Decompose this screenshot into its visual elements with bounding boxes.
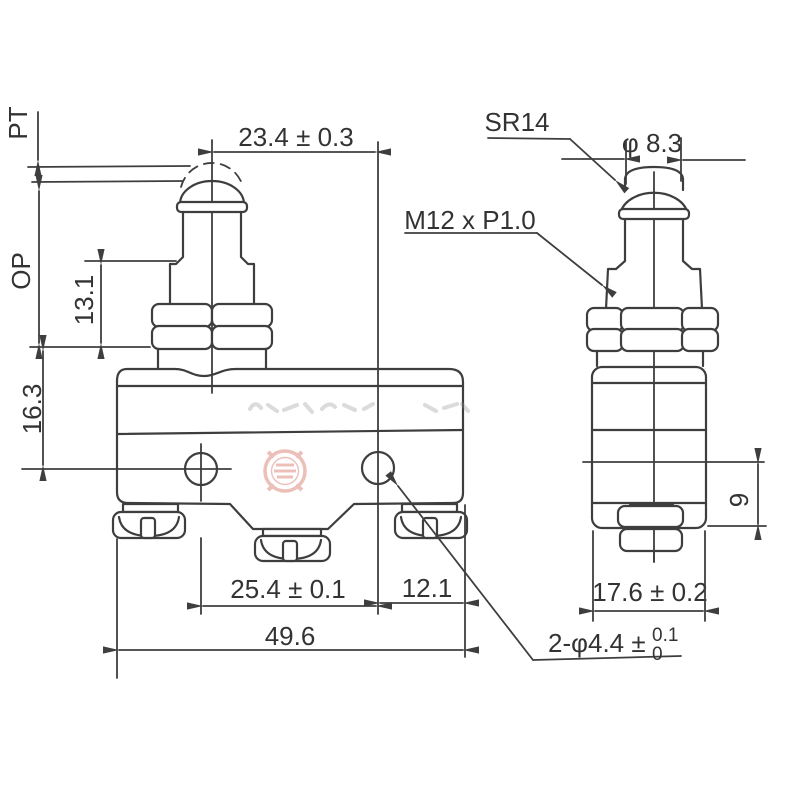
nut-facet <box>619 306 686 333</box>
side-plunger-collar <box>617 207 691 221</box>
dimension-annotations: PT OP 13.1 16.3 23.4 ± 0.3 25.4 ± 0.1 12… <box>3 106 762 679</box>
side-hex-nuts <box>585 306 720 353</box>
label-hole-tol-upper: 0.1 <box>652 625 678 646</box>
label-pretravel: PT <box>3 106 33 139</box>
plunger-free-position-dashed-arc <box>180 162 244 188</box>
terminal-right <box>393 502 469 540</box>
front-view <box>111 139 470 563</box>
operating-position-line <box>31 180 184 183</box>
watermark-logo <box>263 449 307 493</box>
side-shaft-right <box>681 217 704 311</box>
mounting-hole-leader-underline <box>532 655 682 661</box>
front-body-seam-lower <box>115 428 465 436</box>
nut-facet <box>585 327 625 353</box>
free-position-line <box>27 165 191 168</box>
side-shaft-left <box>604 217 627 311</box>
terminal-middle <box>253 527 332 563</box>
nut-facet <box>619 327 686 353</box>
side-view <box>582 165 767 563</box>
label-plunger-height: 13.1 <box>69 275 99 326</box>
terminal-plate <box>121 502 180 514</box>
mounting-hole-leader-arrow <box>385 471 534 661</box>
sr14-leader-underline <box>487 137 571 140</box>
label-center-to-hole: 23.4 ± 0.3 <box>238 122 353 152</box>
nut-facet <box>585 306 625 333</box>
plunger-dome-collar <box>175 200 249 214</box>
terminal-screw-lower <box>618 527 684 553</box>
label-plunger-diameter: φ 8.3 <box>622 128 682 158</box>
label-hole-to-edge: 12.1 <box>402 573 453 603</box>
label-operating-position: OP <box>6 252 36 290</box>
label-sphere-radius: SR14 <box>484 107 549 137</box>
label-body-depth: 17.6 ± 0.2 <box>592 577 707 607</box>
terminal-screw-slot <box>139 516 157 540</box>
side-terminal <box>616 502 685 563</box>
label-body-width: 49.6 <box>265 621 316 651</box>
plunger-shaft-right <box>239 210 256 307</box>
terminal-screw-upper <box>616 504 685 529</box>
nut-facet <box>210 324 274 351</box>
thread-leader-arrow <box>536 232 617 298</box>
label-mounting-hole-note: 2-φ4.4 ± <box>548 628 646 658</box>
faint-body-marking <box>248 402 470 414</box>
label-thread-spec: M12 x P1.0 <box>404 205 536 235</box>
plunger-dome <box>178 179 246 206</box>
label-base-height: 9 <box>724 493 754 507</box>
nut-facet <box>150 302 214 329</box>
nut-facet <box>680 306 720 333</box>
nut-facet <box>680 327 720 353</box>
plunger-shaft-left <box>168 210 185 307</box>
front-body-outline <box>115 367 465 531</box>
terminal-left <box>111 502 187 540</box>
nut-facet <box>210 302 274 329</box>
side-plunger-sphere <box>619 191 689 213</box>
front-hex-nuts <box>150 302 274 351</box>
terminal-screw-slot <box>281 539 299 563</box>
nut-facet <box>150 324 214 351</box>
label-hole-tol-lower: 0 <box>652 644 663 665</box>
label-hole-spacing: 25.4 ± 0.1 <box>230 574 345 604</box>
terminal-plate <box>400 502 459 514</box>
